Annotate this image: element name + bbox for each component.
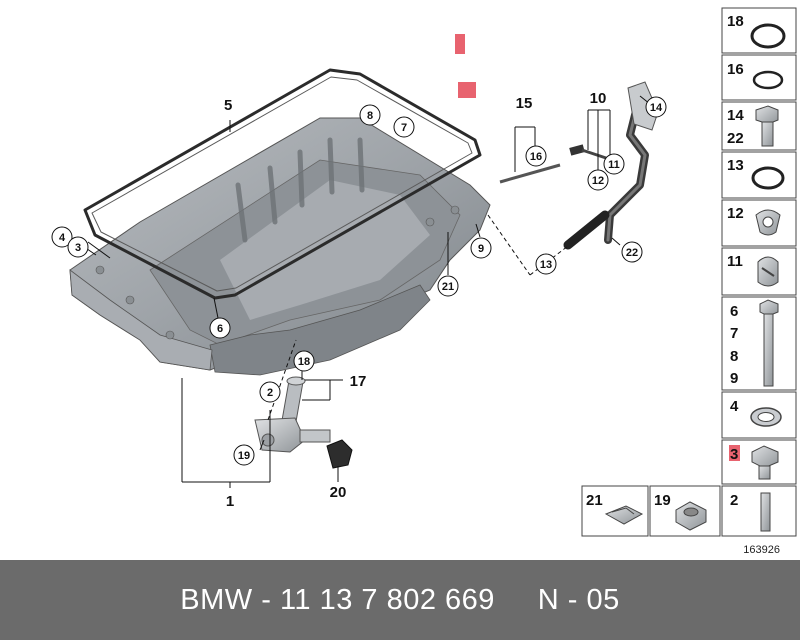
parts-panel-cell-2: 2 — [721, 485, 797, 537]
callout-17: 17 — [350, 373, 367, 390]
clip-icon — [755, 209, 781, 236]
svg-text:11: 11 — [727, 253, 743, 270]
callout-10: 10 — [590, 90, 607, 107]
footer-gap — [495, 584, 538, 617]
callout-1: 1 — [226, 493, 234, 510]
highlight-markers — [455, 34, 476, 98]
callout-5: 5 — [224, 97, 232, 114]
svg-text:8: 8 — [367, 110, 373, 122]
svg-text:3: 3 — [75, 242, 81, 254]
svg-text:6: 6 — [217, 323, 223, 335]
hex-bolt-icon — [755, 105, 779, 147]
svg-text:12: 12 — [727, 205, 744, 222]
svg-text:13: 13 — [727, 157, 744, 174]
stud-icon — [760, 492, 771, 532]
svg-text:22: 22 — [727, 130, 744, 147]
clamp-icon — [757, 256, 779, 287]
parts-panel-cell-6-9: 6 7 8 9 — [721, 296, 797, 391]
oil-pan-gasket — [83, 68, 482, 300]
svg-text:12: 12 — [592, 175, 604, 187]
svg-text:18: 18 — [298, 356, 310, 368]
callout-circle-13: 13 — [535, 253, 557, 275]
parts-panel-cell-14-22: 14 22 — [721, 101, 797, 151]
parts-panel-cell-18: 18 — [721, 7, 797, 54]
callout-circle-16: 16 — [525, 145, 547, 167]
dipstick-hose — [563, 210, 610, 250]
dipstick-guide-tube — [569, 81, 659, 244]
svg-text:11: 11 — [608, 159, 620, 171]
parts-panel-cell-12: 12 — [721, 199, 797, 247]
svg-text:19: 19 — [654, 492, 671, 509]
svg-text:9: 9 — [478, 243, 484, 255]
svg-text:13: 13 — [540, 259, 552, 271]
svg-text:16: 16 — [530, 151, 542, 163]
oil-level-sensor — [254, 376, 331, 453]
footer-sep: - — [252, 583, 280, 616]
footer-code: N - 05 — [537, 583, 620, 616]
svg-text:3: 3 — [730, 446, 738, 463]
svg-text:14: 14 — [650, 102, 663, 114]
long-bolt-icon — [759, 299, 779, 387]
svg-text:9: 9 — [730, 370, 738, 387]
parts-panel-cell-3: 3 — [721, 439, 797, 485]
parts-panel-cell-16: 16 — [721, 54, 797, 101]
parts-panel-cell-4: 4 — [721, 391, 797, 439]
parts-panel-cell-11: 11 — [721, 247, 797, 296]
part-number-banner: BMW - 11 13 7 802 669 N - 05 — [0, 560, 800, 640]
callout-circle-9: 9 — [470, 237, 492, 259]
callout-circle-6: 6 — [209, 317, 231, 339]
callout-circle-2: 2 — [259, 381, 281, 403]
svg-text:21: 21 — [586, 492, 603, 509]
svg-text:18: 18 — [727, 13, 744, 30]
dipstick — [499, 163, 561, 184]
callout-circle-4: 4 — [51, 226, 73, 248]
drain-plug-icon — [751, 445, 779, 480]
parts-panel-cell-13: 13 — [721, 151, 797, 199]
callout-circle-8: 8 — [359, 104, 381, 126]
footer-part-number: 11 13 7 802 669 — [279, 583, 495, 616]
spring-nut-icon — [604, 505, 644, 525]
callout-circle-22: 22 — [621, 241, 643, 263]
plug-connector — [326, 439, 353, 469]
callout-20: 20 — [330, 484, 347, 501]
parts-panel-cell-21: 21 — [581, 485, 649, 537]
callouts: 5 4 3 8 7 6 9 21 15 16 10 11 12 14 13 22… — [51, 90, 667, 510]
parts-panel: 18 16 14 22 13 12 — [581, 7, 797, 537]
callout-circle-11: 11 — [603, 153, 625, 175]
callout-circle-19: 19 — [233, 444, 255, 466]
svg-text:16: 16 — [727, 61, 744, 78]
large-o-ring-icon — [750, 23, 786, 49]
parts-panel-cell-19: 19 — [649, 485, 721, 537]
svg-text:14: 14 — [727, 107, 744, 124]
svg-text:2: 2 — [730, 492, 738, 509]
svg-text:7: 7 — [401, 122, 407, 134]
footer-brand: BMW — [180, 583, 253, 616]
o-ring-icon — [751, 166, 785, 190]
svg-text:7: 7 — [730, 325, 738, 342]
svg-text:4: 4 — [730, 398, 739, 415]
small-o-ring-icon — [752, 70, 784, 90]
svg-text:4: 4 — [59, 232, 66, 244]
reference-number: 163926 — [743, 544, 780, 556]
svg-text:21: 21 — [442, 281, 454, 293]
svg-text:19: 19 — [238, 450, 250, 462]
oil-pan — [69, 117, 491, 376]
callout-circle-14: 14 — [645, 96, 667, 118]
callout-circle-7: 7 — [393, 116, 415, 138]
callout-circle-3: 3 — [67, 236, 89, 258]
svg-text:8: 8 — [730, 348, 738, 365]
callout-circle-21: 21 — [437, 275, 459, 297]
callout-circle-12: 12 — [587, 169, 609, 191]
svg-text:22: 22 — [626, 247, 638, 259]
svg-text:2: 2 — [267, 387, 273, 399]
oil-pan-exploded-diagram: 5 4 3 8 7 6 9 21 15 16 10 11 12 14 13 22… — [51, 7, 797, 556]
callout-15: 15 — [516, 95, 533, 112]
callout-circle-18: 18 — [293, 350, 315, 372]
svg-text:6: 6 — [730, 303, 738, 320]
hex-nut-icon — [675, 501, 707, 531]
